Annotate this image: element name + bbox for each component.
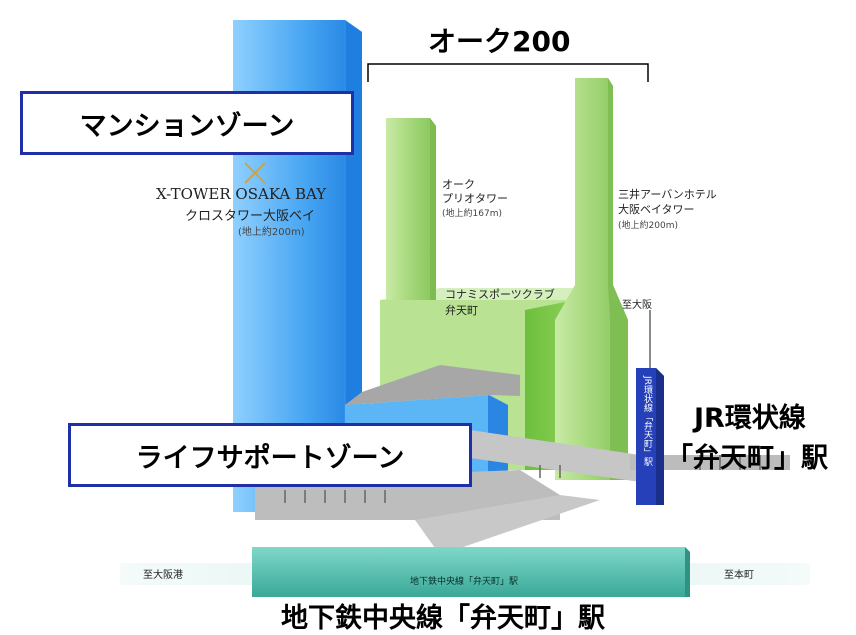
subway-bar-label: 地下鉄中央線「弁天町」駅 bbox=[410, 577, 519, 587]
oak-prio-line1: オーク bbox=[442, 178, 475, 191]
oak-prio-line2: プリオタワー bbox=[442, 192, 508, 205]
jr-station-line2: 「弁天町」駅 bbox=[666, 443, 828, 474]
jr-station-line1: JR環状線 bbox=[694, 403, 806, 434]
oak-prio-tower bbox=[386, 118, 436, 300]
konami-line1: コナミスポーツクラブ bbox=[445, 288, 555, 301]
oak200-title: オーク200 bbox=[428, 25, 571, 58]
oak-prio-height: (地上約167m) bbox=[442, 209, 502, 219]
xtower-logo-icon bbox=[240, 158, 270, 188]
subway-station-label: 地下鉄中央線「弁天町」駅 bbox=[281, 603, 605, 634]
mitsui-hotel-tower bbox=[555, 78, 628, 480]
direction-osakako: 至大阪港 bbox=[143, 570, 183, 581]
direction-osaka: 至大阪 bbox=[622, 300, 652, 311]
mansion-zone-label: マンションゾーン bbox=[79, 110, 295, 142]
mitsui-line2: 大阪ベイタワー bbox=[618, 203, 695, 216]
jr-vertical-label: JR環状線「弁天町」駅 bbox=[642, 376, 652, 466]
konami-line2: 弁天町 bbox=[445, 304, 478, 317]
xtower-name-ja: クロスタワー大阪ベイ bbox=[185, 209, 316, 224]
lifesupport-zone-label: ライフサポートゾーン bbox=[135, 442, 405, 474]
lifesupport-zone-callout: ライフサポートゾーン bbox=[68, 423, 472, 487]
xtower-name-en: X-TOWER OSAKA BAY bbox=[156, 185, 327, 203]
mansion-zone-callout: マンションゾーン bbox=[20, 91, 354, 155]
mitsui-height: (地上約200m) bbox=[618, 221, 678, 231]
xtower-height: (地上約200m) bbox=[238, 227, 305, 238]
oak200-bracket bbox=[367, 63, 649, 82]
subway-station-bar bbox=[252, 547, 690, 597]
jr-line-bar bbox=[636, 310, 664, 505]
mitsui-line1: 三井アーバンホテル bbox=[618, 188, 717, 201]
direction-honmachi: 至本町 bbox=[724, 570, 754, 581]
